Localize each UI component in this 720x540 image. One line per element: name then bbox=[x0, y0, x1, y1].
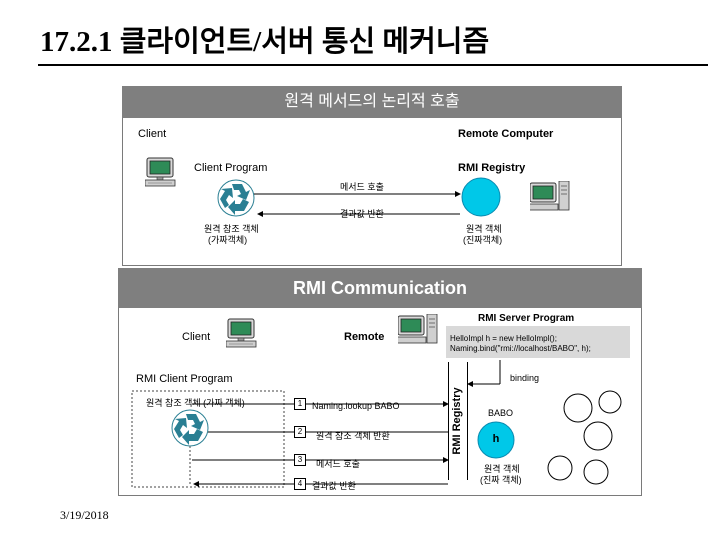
remote-obj-label-1: 원격 객체 bbox=[466, 224, 502, 234]
title-underline bbox=[38, 64, 708, 66]
remote-server-icon-2 bbox=[398, 314, 438, 344]
rmi-server-program-label: RMI Server Program bbox=[478, 313, 575, 324]
remote-ref-fake-label: 원격 참조 객체 (가짜 객체) bbox=[146, 398, 245, 408]
remote-ref-label-2: (가짜객체) bbox=[208, 235, 248, 245]
real-object-h-label: h bbox=[492, 433, 500, 445]
page-title: 17.2.1 클라이언트/서버 통신 메커니즘 bbox=[40, 26, 490, 58]
remote-reference-object-icon-2 bbox=[171, 409, 209, 447]
step-1-number: 1 bbox=[294, 398, 306, 410]
server-code-line-2: Naming.bind("rmi://localhost/BABO", h); bbox=[450, 344, 591, 353]
remote-object-circle bbox=[461, 177, 501, 217]
footer-date: 3/19/2018 bbox=[60, 508, 109, 522]
method-call-label: 메서드 호출 bbox=[340, 182, 384, 192]
step-3-number: 3 bbox=[294, 454, 306, 466]
remote-obj-label-2: (진짜객체) bbox=[463, 235, 503, 245]
server-computer-icon bbox=[530, 181, 570, 211]
step-4-number: 4 bbox=[294, 478, 306, 490]
remote-ref-label-1: 원격 참조 객체 bbox=[204, 224, 259, 234]
remote-label-2: Remote bbox=[344, 331, 385, 343]
rmi-registry-bar bbox=[448, 362, 468, 480]
step-2-text: 원격 참조 객체 반환 bbox=[316, 431, 390, 441]
rmi-client-program-label: RMI Client Program bbox=[136, 373, 233, 385]
server-code-line-1: HelloImpl h = new HelloImpl(); bbox=[450, 334, 557, 343]
step-3-text: 메서드 호출 bbox=[316, 459, 360, 469]
binding-label: binding bbox=[510, 373, 540, 383]
rmi-registry-label: RMI Registry bbox=[458, 162, 526, 174]
real-obj-label-2: (진짜 객체) bbox=[480, 475, 522, 485]
step-2-number: 2 bbox=[294, 426, 306, 438]
client-computer-icon-2 bbox=[226, 318, 257, 348]
remote-computer-label: Remote Computer bbox=[458, 128, 554, 140]
client-program-label: Client Program bbox=[194, 162, 268, 174]
step-1-text: Naming.lookup BABO bbox=[312, 401, 400, 411]
client-label: Client bbox=[138, 128, 167, 140]
call-arrows bbox=[254, 191, 461, 217]
real-obj-label-1: 원격 객체 bbox=[484, 464, 520, 474]
client-computer-icon bbox=[145, 157, 176, 187]
binding-arrow bbox=[467, 360, 501, 387]
rmi-communication-header: RMI Communication bbox=[118, 268, 642, 308]
babo-label: BABO bbox=[488, 408, 514, 418]
step-4-text: 결과값 반환 bbox=[312, 481, 356, 491]
server-code-box bbox=[446, 326, 630, 358]
return-value-label: 결과값 반환 bbox=[340, 209, 384, 219]
connection-diagram bbox=[131, 390, 449, 488]
real-object-h-circle bbox=[477, 421, 515, 459]
logical-call-header: 원격 메서드의 논리적 호출 bbox=[122, 86, 622, 118]
object-heap-circles bbox=[547, 390, 622, 485]
client-label-2: Client bbox=[182, 331, 211, 343]
